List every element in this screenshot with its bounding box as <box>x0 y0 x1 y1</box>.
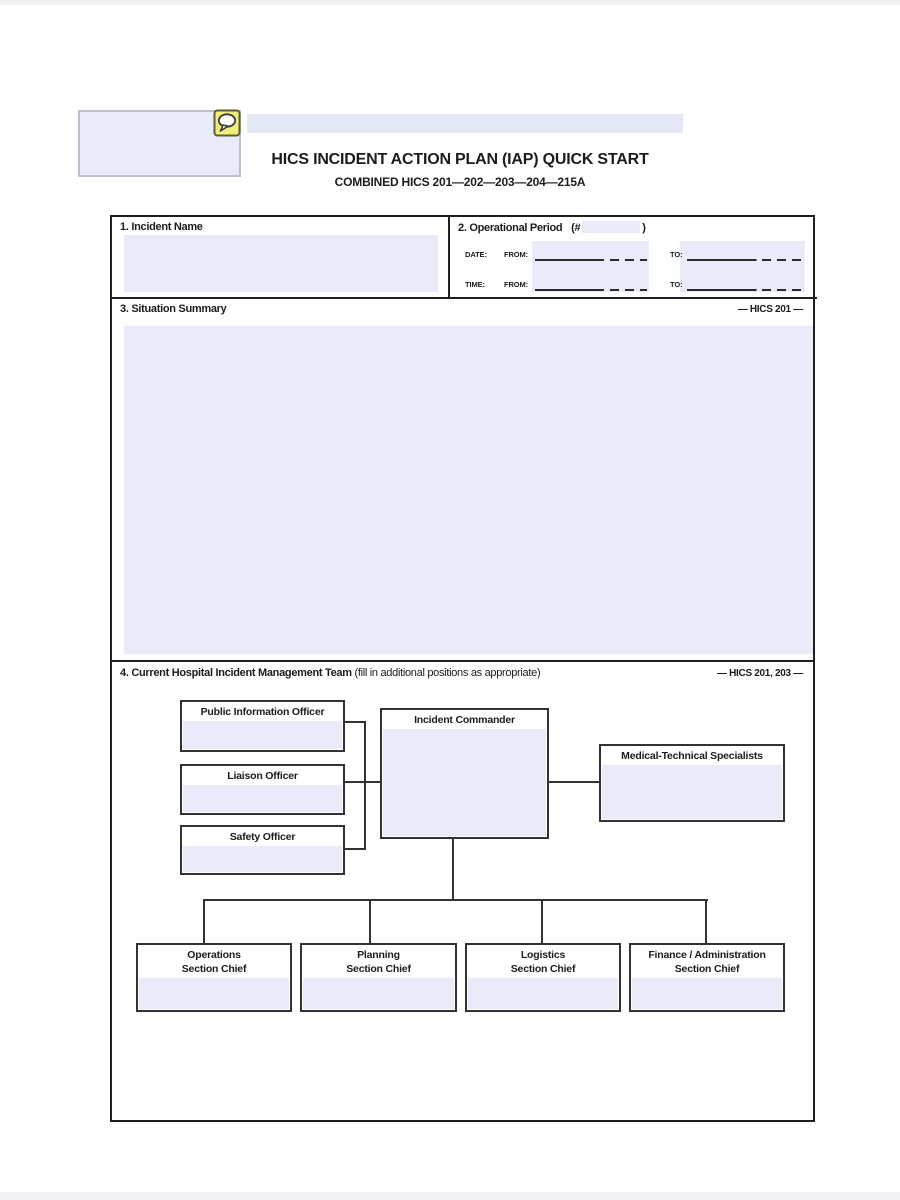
medical-technical-specialists-box: Medical-Technical Specialists <box>599 744 785 822</box>
time-from-label: FROM: <box>504 280 529 289</box>
planning-section-chief-label: Planning Section Chief <box>302 945 455 976</box>
operational-period-label: 2. Operational Period (#) <box>458 221 646 234</box>
date-label: DATE: <box>465 250 487 259</box>
chief-line1: Planning <box>357 949 400 961</box>
operations-section-chief-label: Operations Section Chief <box>138 945 290 976</box>
medtech-connector-line <box>549 781 601 783</box>
date-to-label: TO: <box>670 250 683 259</box>
team-ref: — HICS 201, 203 — <box>716 668 803 679</box>
iap-form: 1. Incident Name 2. Operational Period (… <box>110 215 817 1122</box>
chief-line2: Section Chief <box>510 963 576 976</box>
logistics-section-chief-input[interactable] <box>468 978 618 1009</box>
liaison-officer-label: Liaison Officer <box>227 770 298 782</box>
situation-summary-ref: — HICS 201 — <box>737 304 804 315</box>
time-label: TIME: <box>465 280 485 289</box>
chief-line2: Section Chief <box>181 963 247 976</box>
date-to-input[interactable] <box>687 256 803 261</box>
safety-officer-label: Safety Officer <box>229 831 296 843</box>
chief-line1: Finance / Administration <box>648 949 766 961</box>
finance-administration-section-chief-label: Finance / Administration Section Chief <box>631 945 783 976</box>
incident-commander-input[interactable] <box>383 729 546 836</box>
time-to-label: TO: <box>670 280 683 289</box>
medical-technical-specialists-label: Medical-Technical Specialists <box>621 750 763 762</box>
officer-spine-line <box>364 721 366 850</box>
date-time-from-fill <box>532 241 649 292</box>
commander-drop-line <box>452 839 454 901</box>
liaison-connector-line <box>345 781 382 783</box>
comment-annotation-icon[interactable] <box>213 109 241 137</box>
liaison-officer-box: Liaison Officer <box>180 764 345 815</box>
incident-commander-box: Incident Commander <box>380 708 549 839</box>
team-label-text: 4. Current Hospital Incident Management … <box>120 667 352 679</box>
time-to-input[interactable] <box>687 286 803 291</box>
finance-administration-section-chief-box: Finance / Administration Section Chief <box>629 943 785 1012</box>
safety-officer-box: Safety Officer <box>180 825 345 875</box>
period-number-input[interactable] <box>582 221 641 233</box>
liaison-officer-input[interactable] <box>183 785 342 812</box>
incident-commander-label: Incident Commander <box>414 714 515 726</box>
medical-technical-specialists-input[interactable] <box>602 765 782 819</box>
page-subtitle: COMBINED HICS 201—202—203—204—215A <box>334 175 586 189</box>
pio-connector-line <box>345 721 366 723</box>
operational-period-label-text: 2. Operational Period <box>458 222 563 234</box>
date-from-input[interactable] <box>535 256 647 261</box>
situation-summary-input[interactable] <box>124 326 813 654</box>
page-top-edge <box>0 0 900 5</box>
page-bottom-edge <box>0 1192 900 1200</box>
date-time-to-fill <box>680 241 805 292</box>
page-title: HICS INCIDENT ACTION PLAN (IAP) QUICK ST… <box>271 151 649 168</box>
chief-line2: Section Chief <box>674 963 740 976</box>
chief-line1: Operations <box>187 949 241 961</box>
planning-section-chief-box: Planning Section Chief <box>300 943 457 1012</box>
chief-drop-line-1 <box>203 899 205 943</box>
header-field-bar <box>247 114 683 133</box>
public-information-officer-input[interactable] <box>183 721 342 749</box>
chief-line2: Section Chief <box>346 963 411 976</box>
date-from-label: FROM: <box>504 250 529 259</box>
operations-section-chief-box: Operations Section Chief <box>136 943 292 1012</box>
chief-drop-line-2 <box>369 899 371 943</box>
period-number-open: (# <box>571 222 581 234</box>
chiefs-rail-line <box>203 899 708 901</box>
safety-connector-line <box>345 848 366 850</box>
logistics-section-chief-box: Logistics Section Chief <box>465 943 621 1012</box>
time-from-input[interactable] <box>535 286 647 291</box>
finance-administration-section-chief-input[interactable] <box>632 978 782 1009</box>
situation-summary-label: 3. Situation Summary <box>120 303 227 315</box>
incident-name-input[interactable] <box>124 235 438 292</box>
section-divider <box>112 660 813 662</box>
team-label: 4. Current Hospital Incident Management … <box>120 667 541 679</box>
public-information-officer-label: Public Information Officer <box>200 706 325 718</box>
chief-drop-line-4 <box>705 899 707 943</box>
section-incident-name: 1. Incident Name <box>112 217 450 299</box>
team-label-note: (fill in additional positions as appropr… <box>354 667 541 679</box>
chief-line1: Logistics <box>520 949 566 961</box>
logistics-section-chief-label: Logistics Section Chief <box>467 945 619 976</box>
public-information-officer-box: Public Information Officer <box>180 700 345 752</box>
operations-section-chief-input[interactable] <box>139 978 289 1009</box>
incident-name-label: 1. Incident Name <box>120 221 203 233</box>
chief-drop-line-3 <box>541 899 543 943</box>
planning-section-chief-input[interactable] <box>303 978 454 1009</box>
safety-officer-input[interactable] <box>183 846 342 872</box>
period-number-close: ) <box>642 222 646 234</box>
section-operational-period: 2. Operational Period (#) DATE: FROM: TO… <box>450 217 817 299</box>
